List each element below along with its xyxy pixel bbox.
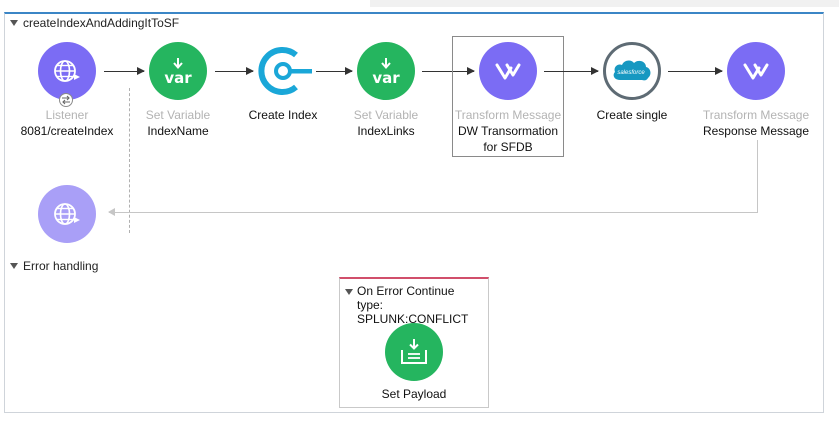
error-type-label: type: SPLUNK:CONFLICT	[357, 298, 469, 326]
exchange-arrows-icon	[59, 93, 73, 107]
transform-message-label: Transform Message Response Message	[702, 108, 810, 138]
set-payload-node[interactable]	[385, 323, 443, 381]
error-scope-title: On Error Continue	[357, 284, 455, 298]
set-variable-node[interactable]: var	[357, 42, 415, 100]
svg-text:salesforce: salesforce	[617, 70, 645, 76]
set-variable-label: Set Variable IndexLinks	[353, 108, 419, 138]
transform-message-node[interactable]	[727, 42, 785, 100]
collapse-triangle-icon[interactable]	[10, 20, 18, 26]
listener-node[interactable]	[38, 42, 96, 100]
listener-label: Listener 8081/createIndex	[20, 108, 114, 138]
collapse-triangle-icon[interactable]	[10, 263, 18, 269]
error-handling-header[interactable]: Error handling	[10, 259, 98, 273]
salesforce-create-node[interactable]: salesforce	[603, 42, 661, 100]
set-payload-label: Set Payload	[381, 387, 447, 401]
connector-arrow	[668, 67, 723, 75]
create-single-label: Create single	[596, 108, 668, 122]
selected-component-outline[interactable]	[452, 36, 564, 157]
collapse-triangle-icon[interactable]	[345, 289, 353, 295]
response-return-arrow	[108, 208, 758, 216]
globe-icon	[54, 60, 80, 82]
transform-message-label: Transform Message DW Transormation for S…	[454, 108, 562, 154]
create-index-node[interactable]	[254, 42, 312, 100]
connector-arrow	[544, 67, 599, 75]
dataweave-icon	[495, 63, 521, 80]
source-separator	[129, 88, 130, 233]
set-variable-icon: var	[164, 57, 192, 85]
flow-container[interactable]	[4, 12, 824, 413]
error-scope-header: On Error Continue type: SPLUNK:CONFLICT	[345, 284, 488, 326]
set-variable-label: Set Variable IndexName	[145, 108, 211, 138]
dataweave-icon	[743, 63, 769, 80]
on-error-continue-scope[interactable]: On Error Continue type: SPLUNK:CONFLICT	[339, 277, 489, 408]
set-variable-node[interactable]: var	[149, 42, 207, 100]
error-handling-title: Error handling	[23, 259, 99, 273]
transform-message-node[interactable]	[479, 42, 537, 100]
connector-arrow	[316, 67, 353, 75]
connector-arrow	[104, 67, 145, 75]
globe-icon	[54, 203, 80, 225]
top-toolbar-strip	[370, 0, 839, 7]
flow-header[interactable]: createIndexAndAddingItToSF	[10, 16, 179, 30]
connector-arrow	[422, 67, 475, 75]
flow-title: createIndexAndAddingItToSF	[23, 16, 180, 30]
salesforce-cloud-icon: salesforce	[613, 60, 651, 81]
response-return-line	[757, 140, 758, 213]
set-payload-icon	[401, 339, 427, 364]
set-variable-icon: var	[372, 57, 400, 85]
connector-arrow	[215, 67, 254, 75]
listener-response-node[interactable]	[38, 185, 96, 243]
create-index-label: Create Index	[248, 108, 318, 122]
connector-c-icon	[258, 47, 312, 95]
